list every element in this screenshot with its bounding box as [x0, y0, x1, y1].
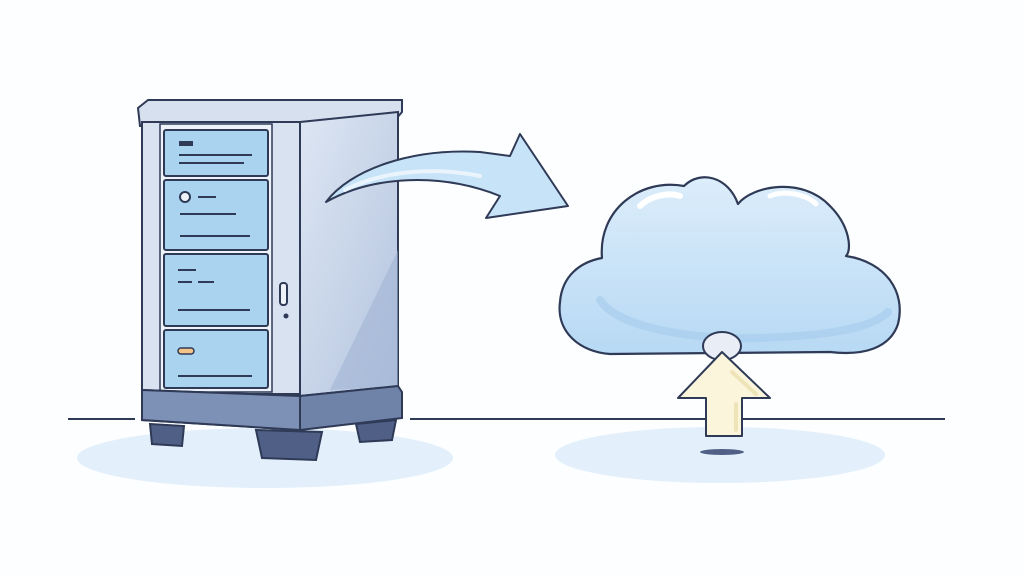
- curved-arrow-icon: [325, 133, 569, 219]
- drive-bay: [163, 129, 269, 177]
- drive-bay: [163, 329, 269, 389]
- drive-bay: [163, 253, 269, 327]
- server-rack-icon: [136, 99, 403, 462]
- drive-bay: [163, 179, 269, 251]
- door-handle-icon: [279, 282, 288, 306]
- cloud-icon: [558, 176, 901, 356]
- cloud-ground-shadow: [555, 427, 885, 483]
- upload-arrow-icon: [677, 331, 771, 455]
